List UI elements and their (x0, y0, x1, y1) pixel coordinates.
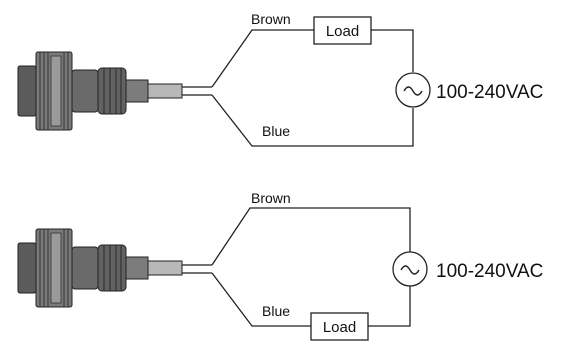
top-circuit: Brown Load 100-240VAC Blue (17, 11, 543, 147)
sine-wave-icon (400, 265, 420, 275)
sine-wave-icon (403, 86, 423, 96)
blue-wire (211, 272, 311, 327)
proximity-sensor-icon (17, 51, 183, 131)
brown-wire (211, 29, 314, 88)
bottom-circuit: Brown 100-240VAC Blue Load (17, 190, 543, 341)
load-label: Load (326, 23, 359, 40)
brown-wire (211, 207, 411, 266)
proximity-sensor-icon (17, 228, 183, 308)
supply-label: 100-240VAC (436, 261, 543, 282)
brown-wire-label: Brown (251, 11, 291, 27)
supply-label: 100-240VAC (436, 82, 543, 103)
blue-wire-label: Blue (262, 303, 290, 319)
blue-wire-label: Blue (262, 123, 290, 139)
load-label: Load (323, 319, 356, 336)
blue-wire-to-supply (368, 286, 411, 327)
load-box (310, 312, 369, 341)
brown-wire-to-supply (371, 29, 414, 72)
blue-wire (211, 94, 414, 147)
brown-wire-label: Brown (251, 190, 291, 206)
